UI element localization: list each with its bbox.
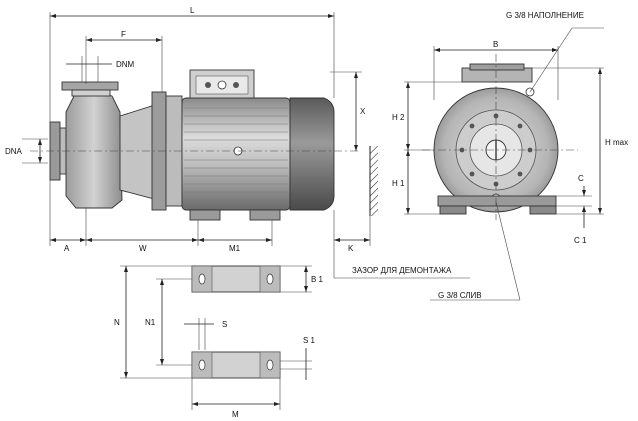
dim-label-K: K [348,244,354,253]
motor-foot [249,209,281,221]
end-foot [529,205,557,215]
dim-label-C: C [578,174,584,183]
dim-label-DNA: DNA [5,147,23,156]
dim-label-B1: B 1 [311,275,324,284]
end-base [437,195,557,207]
dim-label-F: F [121,30,126,39]
dim-label-W: W [139,244,147,253]
dim-label-M: M [232,410,239,419]
fill-port-note: G 3/8 НАПОЛНЕНИЕ [506,11,584,20]
dim-label-L: L [190,6,195,15]
end-foot [439,205,467,215]
discharge-flange [61,81,119,91]
dim-label-N: N [114,318,120,327]
clearance-note: ЗАЗОР ДЛЯ ДЕМОНТАЖА [352,266,452,275]
dim-label-H2: H 2 [392,113,405,122]
dim-label-A: A [64,244,70,253]
terminal-box-icon [189,69,255,99]
pump-volute [65,91,123,209]
bolt-circle [459,113,533,187]
motor-foot [189,209,221,221]
dim-label-S1: S 1 [303,336,316,345]
drain-port-note: G 3/8 СЛИВ [438,291,482,300]
fan-cover [289,97,335,211]
end-view: B H 2 H 1 H max C C 1 G 3/8 НАПОЛНЕН [392,11,628,301]
dim-label-DNM: DNM [116,60,135,69]
dim-label-X: X [360,107,366,116]
dim-label-Hmax: H max [605,138,628,147]
side-view: L F DNM DNA X A W M1 [5,6,470,279]
dim-label-C1: C 1 [574,236,587,245]
dim-label-S: S [222,320,227,329]
dim-label-N1: N1 [145,318,156,327]
foot-plan-view: N N1 B 1 S S 1 M [114,265,324,419]
dim-label-B: B [493,40,498,49]
dim-label-H1: H 1 [392,179,405,188]
motor-fins [184,107,288,201]
wall-hatch-icon [369,146,378,216]
dim-label-M1: M1 [229,244,241,253]
